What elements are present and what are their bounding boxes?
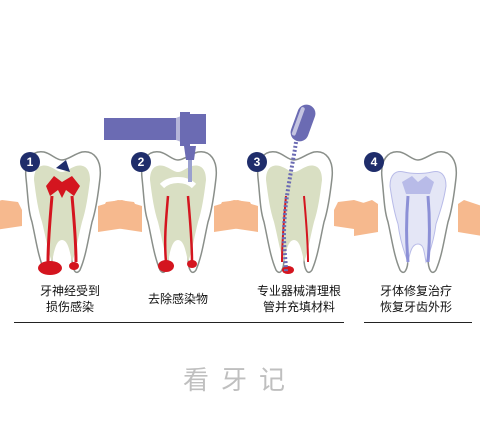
step-1-badge: 1: [20, 152, 40, 172]
step-4-badge: 4: [364, 152, 384, 172]
step-1-caption-line-2: 损伤感染: [45, 300, 94, 314]
step-1-caption-line-1: 牙神经受到: [39, 284, 100, 298]
step-3-caption-line-1: 专业器械清理根: [256, 284, 341, 298]
step-4-number: 4: [371, 155, 378, 169]
step-2-number: 2: [138, 155, 145, 169]
divider-left: [14, 322, 344, 323]
step-3-number: 3: [254, 155, 261, 169]
step-4-caption: 牙体修复治疗 恢复牙齿外形: [368, 283, 464, 315]
step-2-caption: 去除感染物: [130, 291, 226, 307]
endodontic-file: [281, 104, 316, 273]
step-3-caption-line-2: 管并充填材料: [262, 300, 335, 314]
infected-pulp: [46, 176, 80, 198]
step-3-badge: 3: [247, 152, 267, 172]
watermark: 看牙记: [182, 366, 297, 396]
step-2-badge: 2: [131, 152, 151, 172]
step-2-caption-line-1: 去除感染物: [147, 292, 208, 306]
step-3-caption: 专业器械清理根 管并充填材料: [246, 283, 352, 315]
divider-right: [364, 322, 472, 323]
step-4-caption-line-2: 恢复牙齿外形: [379, 300, 452, 314]
step-3-group: [213, 150, 375, 274]
step-4-group: [354, 151, 480, 274]
step-1-caption: 牙神经受到 损伤感染: [22, 283, 118, 315]
step-1-group: [0, 150, 143, 275]
step-4-caption-line-1: 牙体修复治疗: [379, 284, 452, 298]
step-1-number: 1: [27, 155, 34, 169]
step-2-group: [97, 150, 259, 274]
dental-drill: [104, 112, 206, 182]
